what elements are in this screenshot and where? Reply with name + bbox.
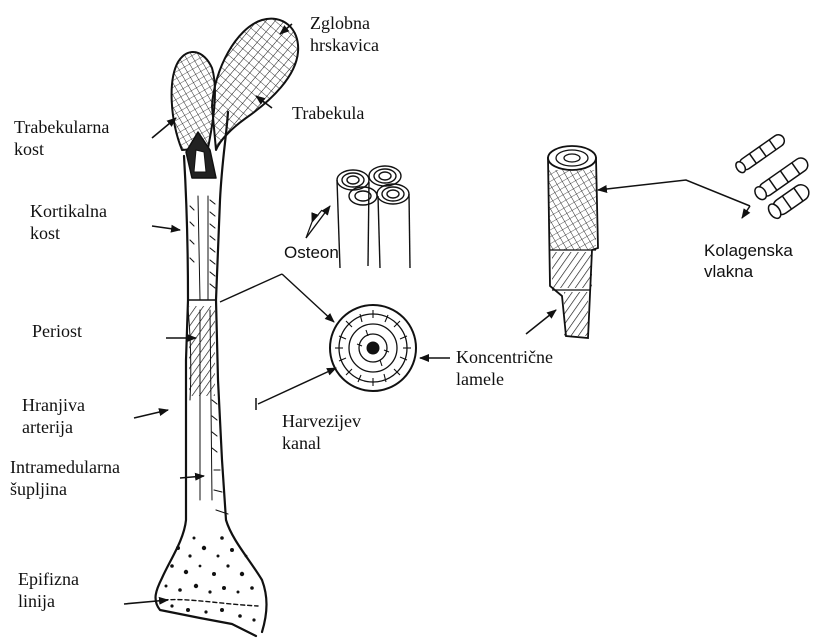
pointer-harvezijev <box>258 368 336 404</box>
zoom-lines <box>220 274 334 322</box>
pointer-kortikalna <box>152 226 180 230</box>
osteon-cylinder-2 <box>369 166 401 268</box>
cross-section-pointers <box>256 358 450 410</box>
label-periost: Periost <box>32 320 82 342</box>
pointer-trabekularna <box>152 118 176 138</box>
pointer-lamellae <box>526 310 556 334</box>
pointer-epifizna <box>124 600 168 604</box>
label-osteon: Osteon <box>284 242 339 263</box>
osteon-cylinder-1 <box>337 170 369 268</box>
shaft-right-edge <box>216 112 267 632</box>
femur-bone <box>156 19 299 636</box>
greater-trochanter <box>172 52 215 150</box>
collagen-fibers <box>734 132 812 220</box>
collagen-pointers <box>598 180 750 218</box>
pointer-hranjiva <box>134 410 168 418</box>
epiphyseal-line <box>164 600 258 606</box>
label-trabekula: Trabekula <box>292 102 364 124</box>
osteon-cylinder-3 <box>377 184 410 268</box>
femoral-head <box>212 19 298 150</box>
osteon-cross-section <box>330 305 416 391</box>
pointer-osteon <box>306 206 330 238</box>
lamellae-cylinder <box>548 146 598 338</box>
